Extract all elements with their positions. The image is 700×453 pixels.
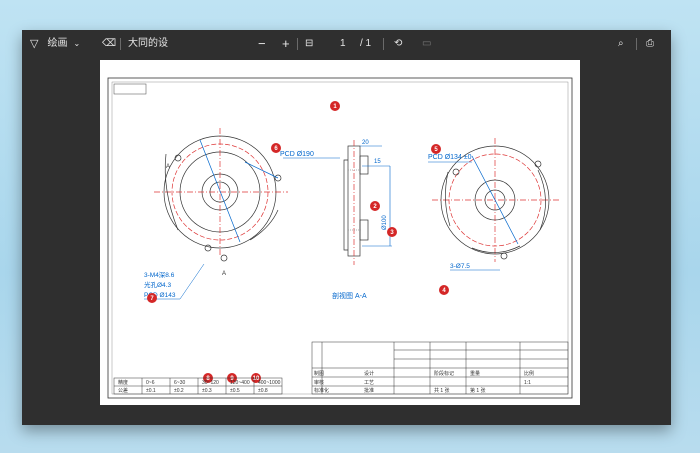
- svg-text:1: 1: [333, 104, 337, 110]
- callout-through-hole: 光孔Ø4.3: [144, 280, 171, 289]
- svg-text:设计: 设计: [364, 370, 374, 377]
- svg-text:工艺: 工艺: [364, 380, 374, 386]
- bullet-7: 7: [147, 293, 157, 303]
- bullet-2: 2: [370, 201, 380, 211]
- svg-text:±0.5: ±0.5: [230, 388, 240, 394]
- svg-text:0~6: 0~6: [146, 380, 155, 386]
- svg-text:9: 9: [230, 376, 234, 382]
- print-icon: ⎙: [646, 38, 654, 49]
- drawing-page: A A PCD Ø190 3-M4深8.6 光孔Ø4.3 PCD Ø143 20: [100, 60, 580, 405]
- inner-frame: [111, 81, 569, 395]
- svg-text:标准化: 标准化: [314, 387, 329, 394]
- section-view-caption: 剖视图 A-A: [332, 291, 367, 300]
- search-icon: ⌕: [618, 38, 624, 49]
- bullet-3: 3: [387, 227, 397, 237]
- filter-icon: ▽: [30, 38, 39, 50]
- toolbar-divider: [297, 38, 298, 50]
- section-mark-a-bottom: A: [222, 271, 226, 277]
- svg-text:共 1 张: 共 1 张: [434, 387, 450, 394]
- svg-text:第 1 张: 第 1 张: [470, 387, 486, 394]
- bullet-5: 5: [431, 144, 441, 154]
- svg-text:6: 6: [274, 146, 278, 152]
- svg-text:30~120: 30~120: [202, 380, 219, 386]
- dim-15: 15: [374, 159, 381, 165]
- fit-page-icon: ⊟: [305, 38, 314, 49]
- fit-page-button[interactable]: ⊟: [305, 36, 313, 52]
- title-block: [311, 341, 569, 395]
- svg-text:2: 2: [373, 204, 377, 210]
- print-button[interactable]: ⎙: [646, 36, 654, 52]
- svg-text:比例: 比例: [524, 370, 534, 377]
- page-view-button[interactable]: ▭: [422, 36, 431, 52]
- drawing-number-box: [113, 83, 147, 95]
- callout-thread-holes: 3-M4深8.6: [144, 270, 175, 279]
- svg-text:4: 4: [442, 288, 446, 294]
- front-view: [154, 128, 288, 262]
- draw-button[interactable]: ▽ 绘画 ⌄: [30, 36, 80, 52]
- rotate-button[interactable]: ⟲: [394, 36, 402, 52]
- zoom-out-button[interactable]: −: [258, 36, 266, 52]
- svg-text:公差: 公差: [118, 387, 128, 394]
- svg-text:1:1: 1:1: [524, 380, 531, 386]
- toolbar-divider: [120, 38, 121, 50]
- svg-text:5: 5: [434, 147, 438, 153]
- svg-text:±0.1: ±0.1: [146, 388, 156, 394]
- callout-holes-7-5: 3-Ø7.5: [450, 263, 470, 270]
- draw-label: 绘画: [47, 38, 68, 49]
- bullet-4: 4: [439, 285, 449, 295]
- page-total: / 1: [360, 38, 372, 49]
- bullet-6: 6: [271, 143, 281, 153]
- svg-text:批准: 批准: [364, 387, 374, 394]
- dim-diameter-100: Ø100: [382, 215, 388, 230]
- section-view: [343, 140, 369, 265]
- svg-text:10: 10: [253, 376, 260, 382]
- callout-pcd-190: PCD Ø190: [280, 151, 314, 158]
- plus-icon: +: [282, 36, 290, 51]
- svg-text:精度: 精度: [118, 379, 128, 386]
- section-mark-a-top: A: [166, 164, 170, 170]
- page-number-input[interactable]: 1: [340, 38, 346, 49]
- tolerance-table-text: 精度 0~6 6~30 30~120 120~400 400~1000 公差 ±…: [118, 379, 281, 394]
- svg-text:3: 3: [390, 230, 394, 236]
- engineering-drawing: A A PCD Ø190 3-M4深8.6 光孔Ø4.3 PCD Ø143 20: [107, 77, 573, 399]
- svg-text:重量: 重量: [470, 370, 480, 377]
- minus-icon: −: [258, 36, 266, 51]
- rotate-icon: ⟲: [394, 38, 403, 49]
- callout-pcd-143: PCD Ø143: [144, 292, 176, 299]
- search-button[interactable]: ⌕: [618, 36, 624, 52]
- svg-text:±0.8: ±0.8: [258, 388, 268, 394]
- chevron-down-icon: ⌄: [73, 39, 81, 48]
- title-block-text: 制图 设计 阶段标记 重量 比例 审核 工艺 1:1 标准化 批准 共 1 张 …: [314, 370, 534, 394]
- svg-text:阶段标记: 阶段标记: [434, 370, 454, 377]
- svg-text:±0.3: ±0.3: [202, 388, 212, 394]
- dim-top-20: 20: [362, 140, 369, 146]
- svg-text:7: 7: [150, 296, 154, 302]
- pdf-viewer-window: ▽ 绘画 ⌄ ⌫ 大同的设 − + ⊟ 1 / 1 ⟲ ▭ ⌕: [22, 30, 671, 425]
- bullet-1: 1: [330, 101, 340, 111]
- drawing-frame: [107, 77, 573, 399]
- svg-text:6~30: 6~30: [174, 380, 185, 386]
- back-view: [432, 138, 560, 262]
- tolerance-table: [113, 377, 283, 395]
- svg-text:120~400: 120~400: [230, 380, 250, 386]
- toolbar-divider: [636, 38, 637, 50]
- svg-text:8: 8: [206, 376, 210, 382]
- eraser-button[interactable]: ⌫: [102, 36, 116, 52]
- svg-text:400~1000: 400~1000: [258, 380, 281, 386]
- svg-text:审核: 审核: [314, 379, 324, 386]
- callout-pcd-134: PCD Ø134 ±0: [428, 154, 472, 161]
- zoom-in-button[interactable]: +: [282, 36, 290, 52]
- svg-text:制图: 制图: [314, 370, 324, 377]
- document-title: 大同的设: [128, 38, 168, 49]
- eraser-icon: ⌫: [102, 38, 117, 49]
- viewer-toolbar: ▽ 绘画 ⌄ ⌫ 大同的设 − + ⊟ 1 / 1 ⟲ ▭ ⌕: [22, 30, 671, 58]
- page-view-icon: ▭: [422, 38, 432, 49]
- svg-text:±0.2: ±0.2: [174, 388, 184, 394]
- toolbar-divider: [383, 38, 384, 50]
